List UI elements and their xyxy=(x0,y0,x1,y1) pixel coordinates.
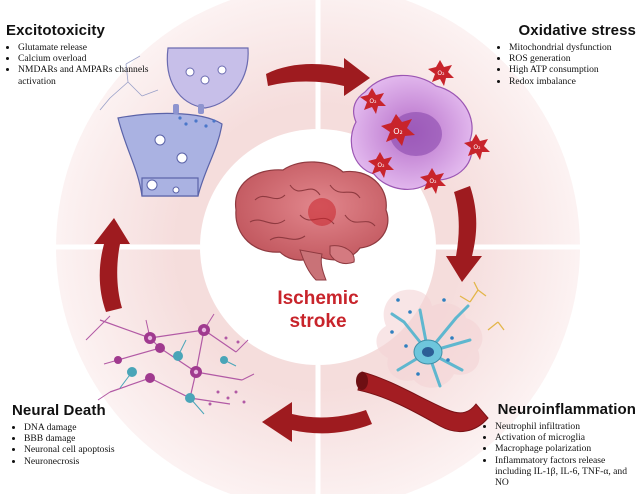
oxidative-stress-title: Oxidative stress xyxy=(518,22,636,39)
ros-star-icon xyxy=(368,152,394,178)
excitotoxicity-block: Excitotoxicity Glutamate release Calcium… xyxy=(6,22,166,87)
neuroinflammation-block: Neuroinflammation Neutrophil infiltratio… xyxy=(483,401,642,488)
list-item: High ATP consumption xyxy=(509,64,642,75)
list-item: BBB damage xyxy=(24,433,182,444)
ros-cell-icon: O₂ O₂ O₂ O₂ O₂ O₂ xyxy=(350,60,490,194)
neuroinflammation-title: Neuroinflammation xyxy=(497,401,636,418)
list-item: Neuronal cell apoptosis xyxy=(24,444,182,455)
neural-death-title: Neural Death xyxy=(12,402,106,419)
list-item: NMDARs and AMPARs channels activation xyxy=(18,64,166,86)
list-item: Neuronecrosis xyxy=(24,456,182,467)
ros-label: O₂ xyxy=(393,127,403,136)
ros-star-icon xyxy=(464,134,490,160)
neuron-network-icon xyxy=(85,313,255,415)
neural-death-list: DNA damage BBB damage Neuronal cell apop… xyxy=(12,422,182,467)
center-title-line1: Ischemic xyxy=(277,288,359,309)
ros-label: O₂ xyxy=(437,70,445,77)
list-item: Neutrophil infiltration xyxy=(495,421,642,432)
ros-star-icon xyxy=(428,60,454,86)
list-item: Activation of microglia xyxy=(495,432,642,443)
list-item: ROS generation xyxy=(509,53,642,64)
ros-star-icon xyxy=(420,168,446,194)
list-item: Mitochondrial dysfunction xyxy=(509,42,642,53)
ros-label: O₂ xyxy=(429,178,437,185)
oxidative-stress-block: Oxidative stress Mitochondrial dysfuncti… xyxy=(497,22,642,87)
brain-icon xyxy=(234,161,389,281)
microglia-icon xyxy=(356,281,505,433)
ros-label: O₂ xyxy=(473,144,481,151)
list-item: Macrophage polarization xyxy=(495,443,642,454)
list-item: DNA damage xyxy=(24,422,182,433)
ros-star-icon xyxy=(360,88,386,114)
excitotoxicity-title: Excitotoxicity xyxy=(6,22,105,39)
neural-death-block: Neural Death DNA damage BBB damage Neuro… xyxy=(12,402,182,467)
ros-star-icon xyxy=(381,114,415,146)
ros-label: O₂ xyxy=(377,162,385,169)
list-item: Redox imbalance xyxy=(509,76,642,87)
neuroinflammation-list: Neutrophil infiltration Activation of mi… xyxy=(483,421,642,488)
ros-label: O₂ xyxy=(369,98,377,105)
cycle-arrow-icon xyxy=(94,58,482,442)
excitotoxicity-list: Glutamate release Calcium overload NMDAR… xyxy=(6,42,166,87)
oxidative-stress-list: Mitochondrial dysfunction ROS generation… xyxy=(497,42,642,87)
synapse-icon xyxy=(99,47,249,197)
list-item: Calcium overload xyxy=(18,53,166,64)
list-item: Glutamate release xyxy=(18,42,166,53)
center-title-line2: stroke xyxy=(289,311,346,332)
list-item: Inflammatory factors release including I… xyxy=(495,455,642,489)
